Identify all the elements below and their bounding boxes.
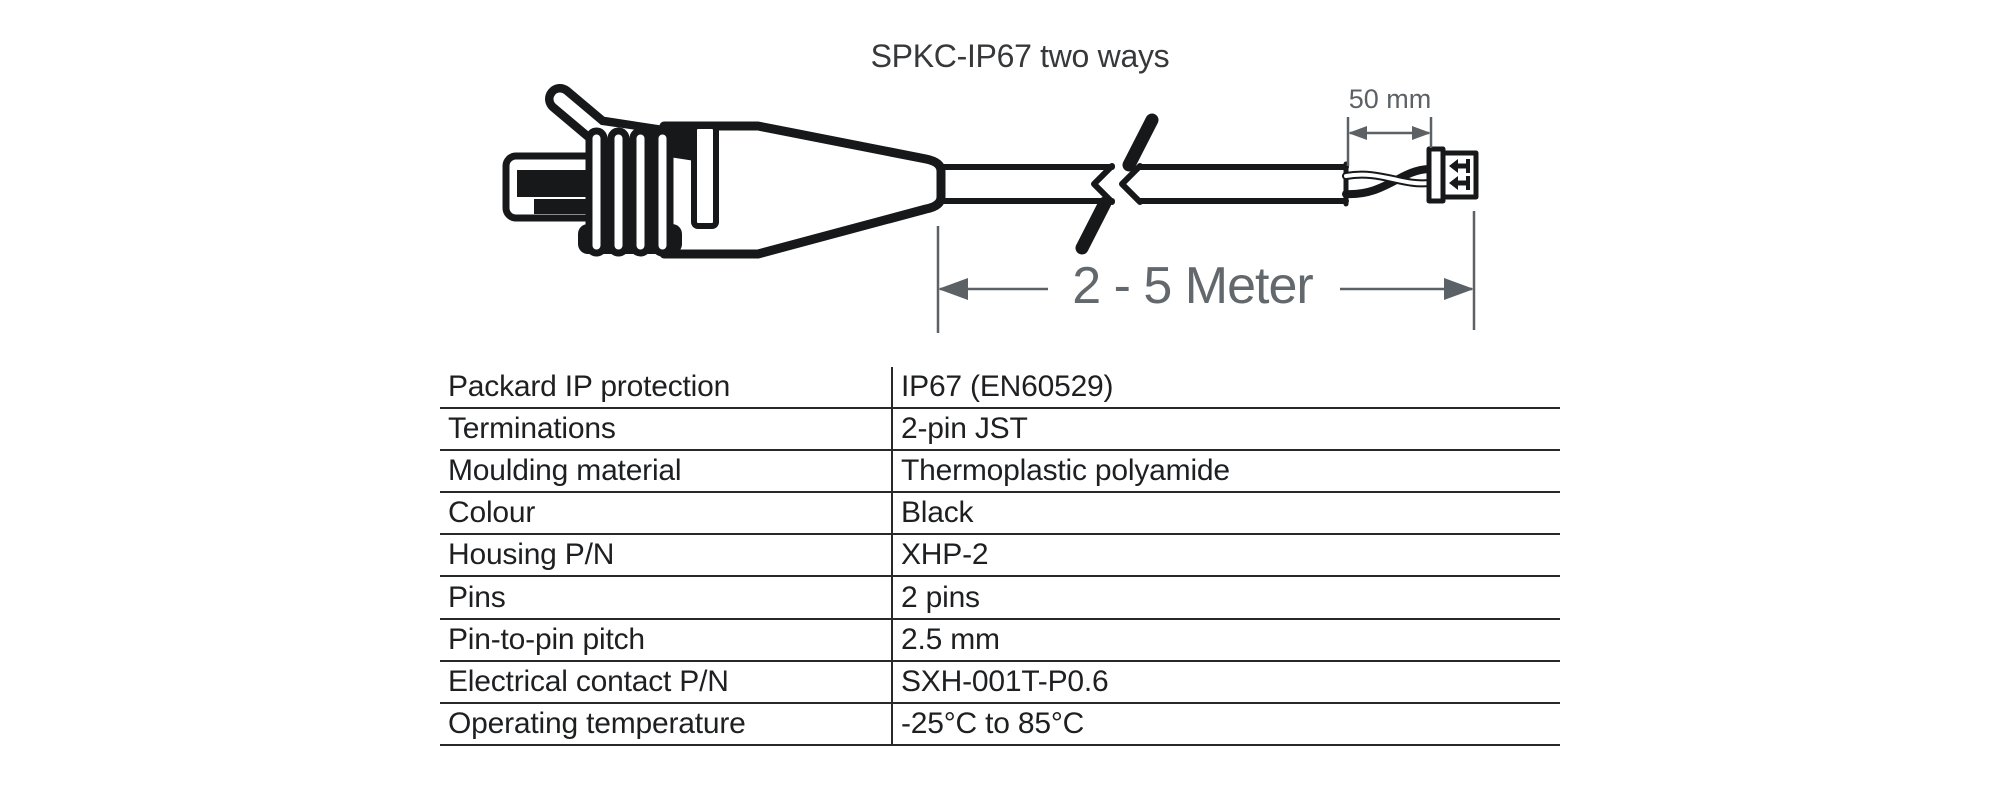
cable-drawing: [502, 84, 1479, 333]
pigtail-dimension-label: 50 mm: [1348, 84, 1432, 114]
spec-value: 2 pins: [901, 580, 980, 614]
table-row: Pins 2 pins: [440, 577, 1560, 620]
pigtail-wires: [1342, 165, 1433, 199]
spec-label: Packard IP protection: [440, 367, 893, 408]
connector-boot: [659, 121, 946, 259]
spec-label: Electrical contact P/N: [440, 661, 893, 702]
table-row: Terminations 2-pin JST: [440, 409, 1560, 452]
spec-value: Thermoplastic polyamide: [901, 454, 1230, 488]
diagram-title: SPKC-IP67 two ways: [870, 38, 1170, 74]
latch-post: [691, 123, 719, 229]
spec-value: SXH-001T-P0.6: [901, 664, 1109, 698]
spec-label: Moulding material: [440, 451, 893, 492]
spec-label: Pin-to-pin pitch: [440, 619, 893, 660]
spec-value: XHP-2: [901, 538, 989, 572]
spec-label: Terminations: [440, 409, 893, 450]
dimension-50mm: [1346, 117, 1433, 166]
spec-value: 2-pin JST: [901, 412, 1028, 446]
ribs: [585, 127, 674, 257]
dimension-length: [936, 211, 1476, 333]
spec-value: -25°C to 85°C: [901, 706, 1085, 740]
spec-value: IP67 (EN60529): [901, 370, 1114, 404]
table-row: Packard IP protection IP67 (EN60529): [440, 367, 1560, 410]
spec-label: Housing P/N: [440, 535, 893, 576]
table-row: Pin-to-pin pitch 2.5 mm: [440, 619, 1560, 662]
cable: [938, 113, 1349, 255]
cable-break-icon: [1075, 113, 1159, 255]
table-row: Operating temperature -25°C to 85°C: [440, 703, 1560, 746]
spec-label: Colour: [440, 493, 893, 534]
table-row: Colour Black: [440, 493, 1560, 536]
spec-table: Packard IP protection IP67 (EN60529) Ter…: [440, 367, 1560, 746]
spec-label: Operating temperature: [440, 703, 893, 744]
jst-connector: [1426, 146, 1479, 204]
spec-label: Pins: [440, 577, 893, 618]
table-row: Electrical contact P/N SXH-001T-P0.6: [440, 661, 1560, 704]
length-dimension-label: 2 - 5 Meter: [1072, 257, 1313, 315]
table-row: Housing P/N XHP-2: [440, 535, 1560, 578]
spec-value: 2.5 mm: [901, 622, 1000, 656]
spec-value: Black: [901, 496, 974, 530]
table-row: Moulding material Thermoplastic polyamid…: [440, 451, 1560, 494]
